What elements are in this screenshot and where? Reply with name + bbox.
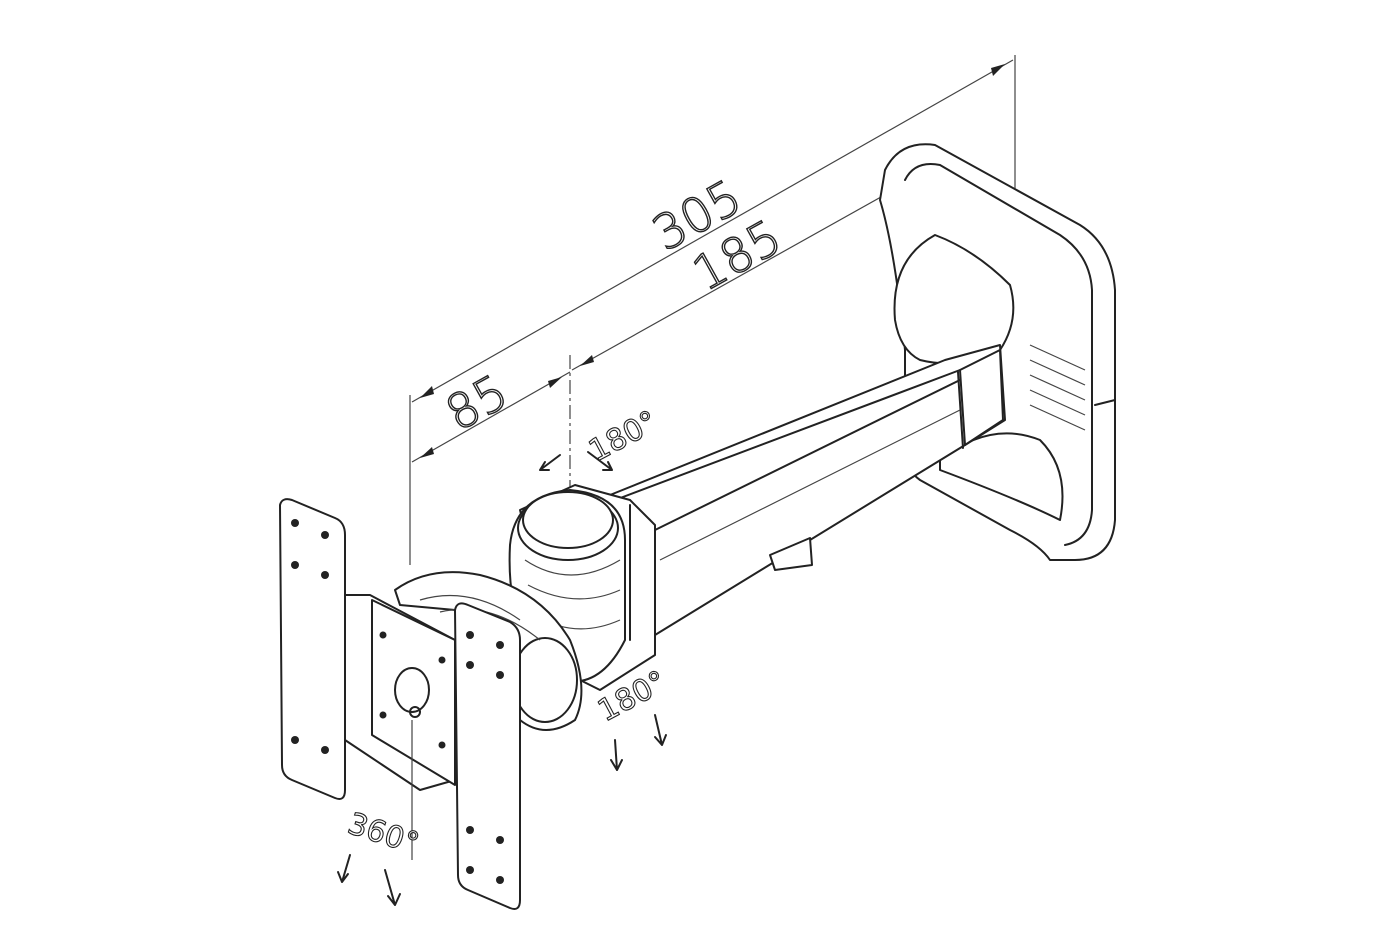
rotate-arrow-icon: [337, 854, 351, 883]
arm: [609, 344, 1006, 636]
dim-line-305: [411, 59, 1014, 403]
monitor-plate: [279, 498, 521, 910]
dim-label-85: 85: [437, 364, 518, 443]
rotation-arrows: [337, 451, 667, 906]
rotate-arrow-icon: [610, 739, 623, 771]
rotation-label-arm: 180°: [583, 404, 663, 469]
arrow-icon: [420, 386, 434, 398]
arrow-icon: [580, 355, 594, 366]
rotate-arrow-icon: [587, 451, 613, 471]
rotation-label-plate: 360°: [344, 806, 424, 862]
arrow-icon: [420, 447, 434, 458]
dim-line-185: [571, 164, 939, 371]
dim-line-85: [411, 371, 571, 463]
rotate-arrow-icon: [539, 454, 561, 471]
rotate-arrow-icon: [654, 714, 667, 746]
arrow-icon: [991, 64, 1005, 76]
rotate-arrow-icon: [384, 869, 401, 906]
arrow-icon: [548, 377, 562, 388]
